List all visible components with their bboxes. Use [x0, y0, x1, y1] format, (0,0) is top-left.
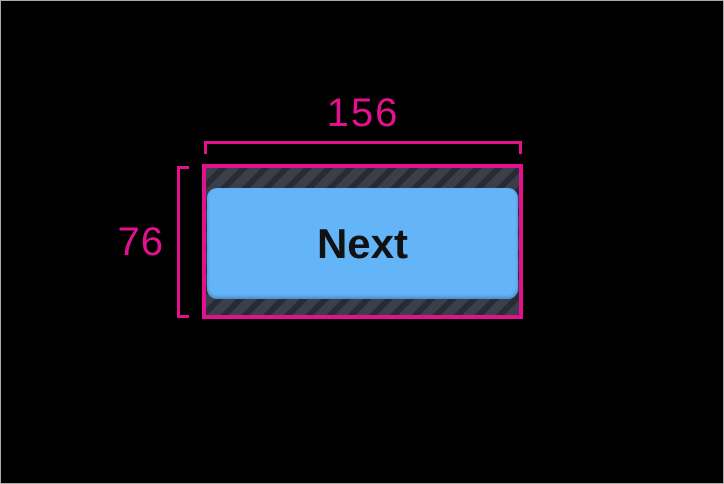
touch-target-overlay: Next [202, 164, 523, 319]
next-button[interactable]: Next [207, 188, 518, 299]
width-dimension-label: 156 [326, 91, 400, 135]
next-button-label: Next [316, 219, 409, 267]
height-dimension-label: 76 [117, 220, 164, 264]
height-dimension-bracket [177, 166, 189, 318]
width-dimension-bracket [204, 141, 522, 154]
